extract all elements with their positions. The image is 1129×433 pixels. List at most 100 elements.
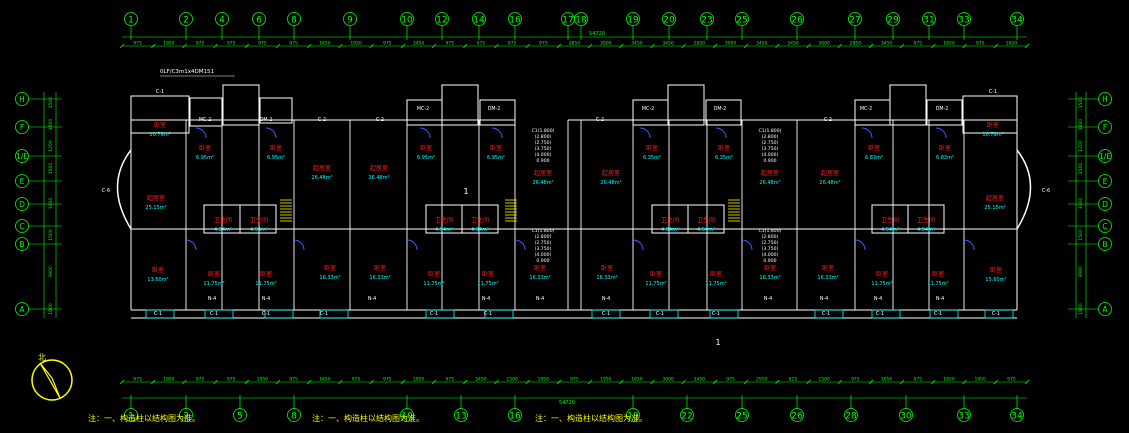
column-axis-bubble	[508, 12, 522, 26]
element-tag: C-1	[992, 311, 1000, 317]
column-axis-label: 28	[845, 412, 857, 422]
bottom-dimension-tick	[275, 379, 281, 385]
row-axis-bubble	[1098, 149, 1112, 163]
column-axis-label: 26	[791, 16, 803, 26]
bottom-dimension-tick	[899, 379, 905, 385]
column-axis-bubble	[435, 12, 449, 26]
top-dimension-text: 975	[196, 41, 205, 47]
column-axis-label: 33	[958, 412, 969, 422]
element-tag: C-1	[320, 311, 328, 317]
door-swing	[715, 127, 727, 139]
door-swing	[935, 127, 947, 139]
row-axis-label: 1/E	[1099, 152, 1111, 161]
right-dimension-text: 3300	[1078, 198, 1084, 210]
top-dimension-text: 975	[289, 41, 298, 47]
room-area: 16.33m²	[759, 275, 780, 281]
room-name: 卧室	[601, 264, 613, 272]
element-tag: N-4	[482, 296, 490, 302]
note-3: 注：一、构造柱以结构图为准。	[535, 414, 647, 423]
column-axis-bubble	[886, 12, 900, 26]
element-tag: C-1	[656, 311, 664, 317]
column-axis-label: 18	[575, 16, 587, 26]
room-name: 起居室	[313, 164, 331, 172]
column-axis-label: 4	[219, 16, 225, 26]
room-area: 16.33m²	[369, 275, 390, 281]
room-name: 卧室	[482, 270, 494, 278]
bottom-dimension-tick	[993, 379, 999, 385]
top-dimension-text: 2850	[569, 41, 581, 47]
column-axis-label: 10	[401, 16, 413, 26]
room-name: 起居室	[986, 194, 1004, 202]
top-dimension-text: 1650	[319, 41, 331, 47]
top-dimension-tick	[1024, 43, 1030, 49]
room-name: 起居室	[602, 169, 620, 177]
element-tag: C-1	[602, 311, 610, 317]
left-dimension-text: 1800	[48, 119, 54, 131]
bottom-dimension-text: 975	[445, 377, 454, 383]
window-schedule-text: (2.800)	[535, 134, 552, 140]
top-dimension-tick	[962, 43, 967, 49]
top-dimension-tick	[681, 43, 687, 49]
element-tag: N-4	[368, 296, 376, 302]
right-dimension-text: 1800	[1078, 303, 1084, 315]
top-dimension-tick	[743, 43, 749, 49]
room-name: 卧室	[490, 144, 502, 152]
column-axis-label: 16	[509, 16, 521, 26]
bottom-dimension-text: 825	[789, 377, 798, 383]
top-dimension-text: 975	[913, 41, 922, 47]
window-frame	[929, 309, 959, 319]
top-dimension-tick	[338, 43, 343, 49]
room-area: 26.48m²	[759, 180, 780, 186]
north-bay	[222, 84, 260, 126]
bathroom-box	[687, 204, 725, 234]
room-name: 起居室	[761, 169, 779, 177]
bottom-dimension-tick	[681, 379, 687, 385]
column-axis-label: 20	[663, 16, 675, 26]
window-schedule-text: (2.750)	[535, 140, 552, 146]
window-schedule-text: (3.750)	[535, 146, 552, 152]
column-axis-label: 1	[128, 412, 134, 422]
bottom-dimension-text: 975	[383, 377, 392, 383]
room-area: 25.15m²	[984, 205, 1005, 211]
window-frame	[984, 309, 1014, 319]
row-axis-label: A	[1102, 305, 1108, 314]
row-axis-bubble	[15, 237, 29, 251]
window-schedule-text: (2.750)	[762, 240, 779, 246]
door-swing	[514, 239, 526, 251]
column-axis-bubble	[124, 408, 138, 422]
element-tag: DM-2	[936, 106, 949, 112]
room-area: 4.94m²	[214, 227, 232, 233]
column-axis-label: 14	[473, 16, 485, 26]
room-name: 卧室	[324, 264, 336, 272]
bottom-dimension-text: 975	[196, 377, 205, 383]
bathroom-box	[907, 204, 945, 234]
window-schedule-text: 0.900	[763, 258, 776, 264]
row-axis-label: B	[19, 240, 24, 249]
element-tag: C-2	[824, 117, 832, 123]
room-area: 6.95m²	[487, 155, 505, 161]
window-schedule-text: (3.750)	[762, 146, 779, 152]
row-axis-bubble	[1098, 120, 1112, 134]
top-dimension-text: 3450	[787, 41, 799, 47]
room-name: 卫生间	[917, 216, 935, 224]
room-name: 卧室	[710, 270, 722, 278]
top-dimension-tick	[806, 43, 811, 49]
row-axis-bubble	[15, 149, 29, 163]
stair-mark: 1	[463, 187, 468, 196]
room-name: 起居室	[147, 194, 165, 202]
element-tag: C-1	[484, 311, 492, 317]
element-tag: C-2	[318, 117, 326, 123]
window-schedule-text: (4.000)	[535, 252, 552, 258]
top-dimension-text: 3000	[725, 41, 737, 47]
row-axis-bubble	[15, 219, 29, 233]
column-axis-label: 8	[291, 16, 297, 26]
bottom-dimension-text: 1650	[881, 377, 893, 383]
left-dimension-text: 3300	[48, 198, 54, 210]
room-name: 卧室	[420, 144, 432, 152]
door-swing	[406, 239, 418, 251]
column-axis-bubble	[700, 12, 714, 26]
bottom-dimension-tick	[775, 379, 780, 385]
top-dimension-tick	[619, 43, 624, 49]
bottom-dimension-tick	[431, 379, 437, 385]
